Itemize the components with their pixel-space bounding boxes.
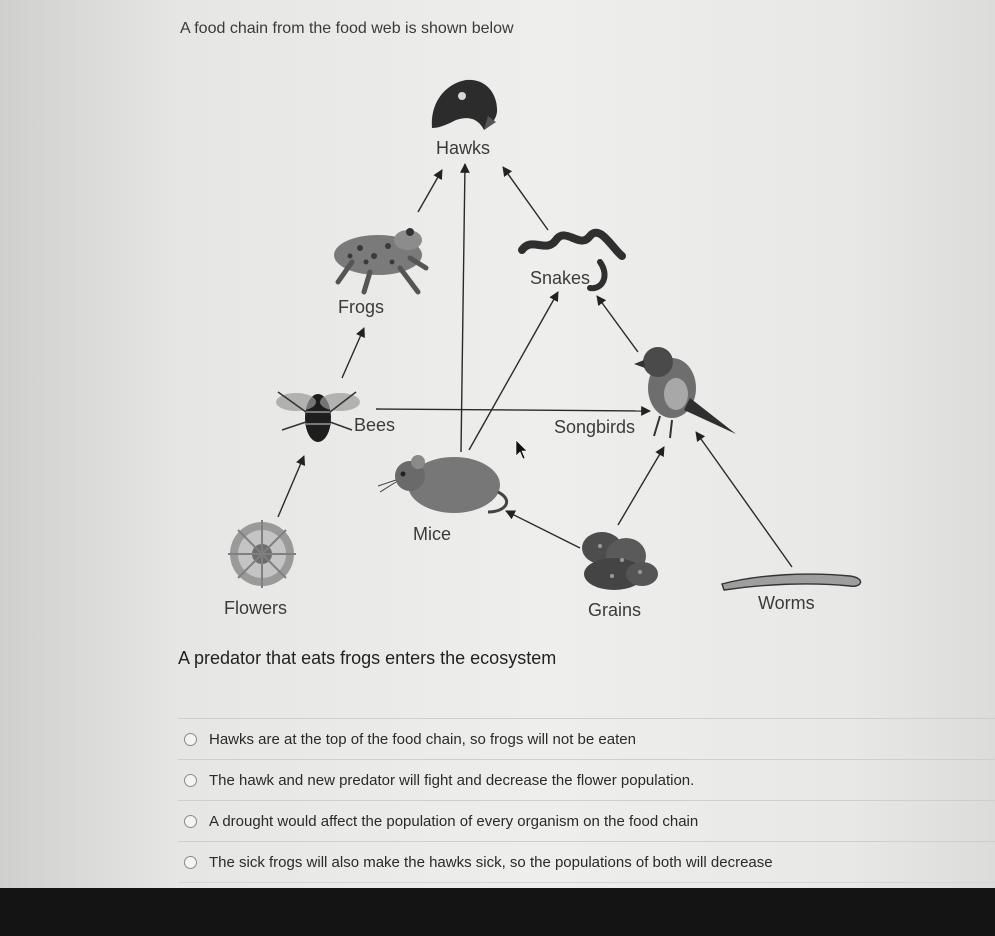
songbird-icon bbox=[634, 347, 736, 439]
arrow-songbirds-snakes bbox=[596, 295, 639, 353]
answer-option-label: The sick frogs will also make the hawks … bbox=[209, 853, 773, 871]
flower-icon bbox=[228, 520, 296, 588]
answer-option[interactable]: A drought would affect the population of… bbox=[178, 800, 995, 841]
mouse-cursor-icon bbox=[515, 439, 528, 460]
grains-icon bbox=[582, 532, 658, 590]
label-frogs: Frogs bbox=[338, 297, 384, 317]
radio-button[interactable] bbox=[184, 773, 197, 787]
snake-icon bbox=[518, 228, 626, 292]
quiz-page: A food chain from the food web is shown … bbox=[0, 0, 995, 888]
answer-option[interactable]: Hawks are at the top of the food chain, … bbox=[178, 718, 995, 759]
arrow-mice-hawks bbox=[459, 163, 470, 453]
arrow-mice-snakes bbox=[468, 291, 559, 451]
label-hawks: Hawks bbox=[436, 138, 490, 158]
arrow-grains-songbirds bbox=[617, 446, 665, 526]
label-flowers: Flowers bbox=[224, 598, 287, 618]
arrow-frogs-hawks bbox=[417, 169, 443, 213]
bee-icon bbox=[276, 391, 360, 442]
arrow-grains-mice bbox=[505, 510, 581, 549]
intro-text: A food chain from the food web is shown … bbox=[180, 20, 514, 37]
answer-options: Hawks are at the top of the food chain, … bbox=[178, 718, 995, 883]
screen-bottom-bezel bbox=[0, 888, 995, 936]
food-web-diagram: Hawks Snakes Frogs Bees Songbirds Mice F… bbox=[224, 79, 862, 620]
arrow-snakes-hawks bbox=[502, 166, 549, 231]
radio-button[interactable] bbox=[184, 732, 197, 746]
frog-icon bbox=[334, 228, 429, 295]
mouse-icon bbox=[377, 455, 509, 514]
answer-option-label: A drought would affect the population of… bbox=[209, 812, 699, 830]
answer-option[interactable]: The sick frogs will also make the hawks … bbox=[178, 841, 995, 883]
worm-icon bbox=[721, 573, 862, 591]
question-text: A predator that eats frogs enters the ec… bbox=[178, 648, 557, 668]
label-grains: Grains bbox=[588, 600, 641, 620]
arrow-worms-songbirds bbox=[695, 431, 793, 568]
answer-option-label: Hawks are at the top of the food chain, … bbox=[209, 730, 636, 748]
label-bees: Bees bbox=[354, 415, 395, 435]
answer-option-label: The hawk and new predator will fight and… bbox=[209, 771, 695, 789]
radio-button[interactable] bbox=[184, 814, 197, 828]
arrow-bees-songbirds bbox=[375, 406, 651, 416]
label-songbirds: Songbirds bbox=[554, 417, 635, 437]
label-snakes: Snakes bbox=[530, 268, 590, 288]
label-mice: Mice bbox=[413, 524, 451, 544]
answer-option[interactable]: The hawk and new predator will fight and… bbox=[178, 759, 995, 800]
arrow-flowers-bees bbox=[277, 455, 306, 518]
label-worms: Worms bbox=[758, 593, 815, 613]
hawk-icon bbox=[431, 79, 498, 130]
radio-button[interactable] bbox=[184, 855, 197, 869]
arrow-bees-frogs bbox=[341, 327, 365, 379]
